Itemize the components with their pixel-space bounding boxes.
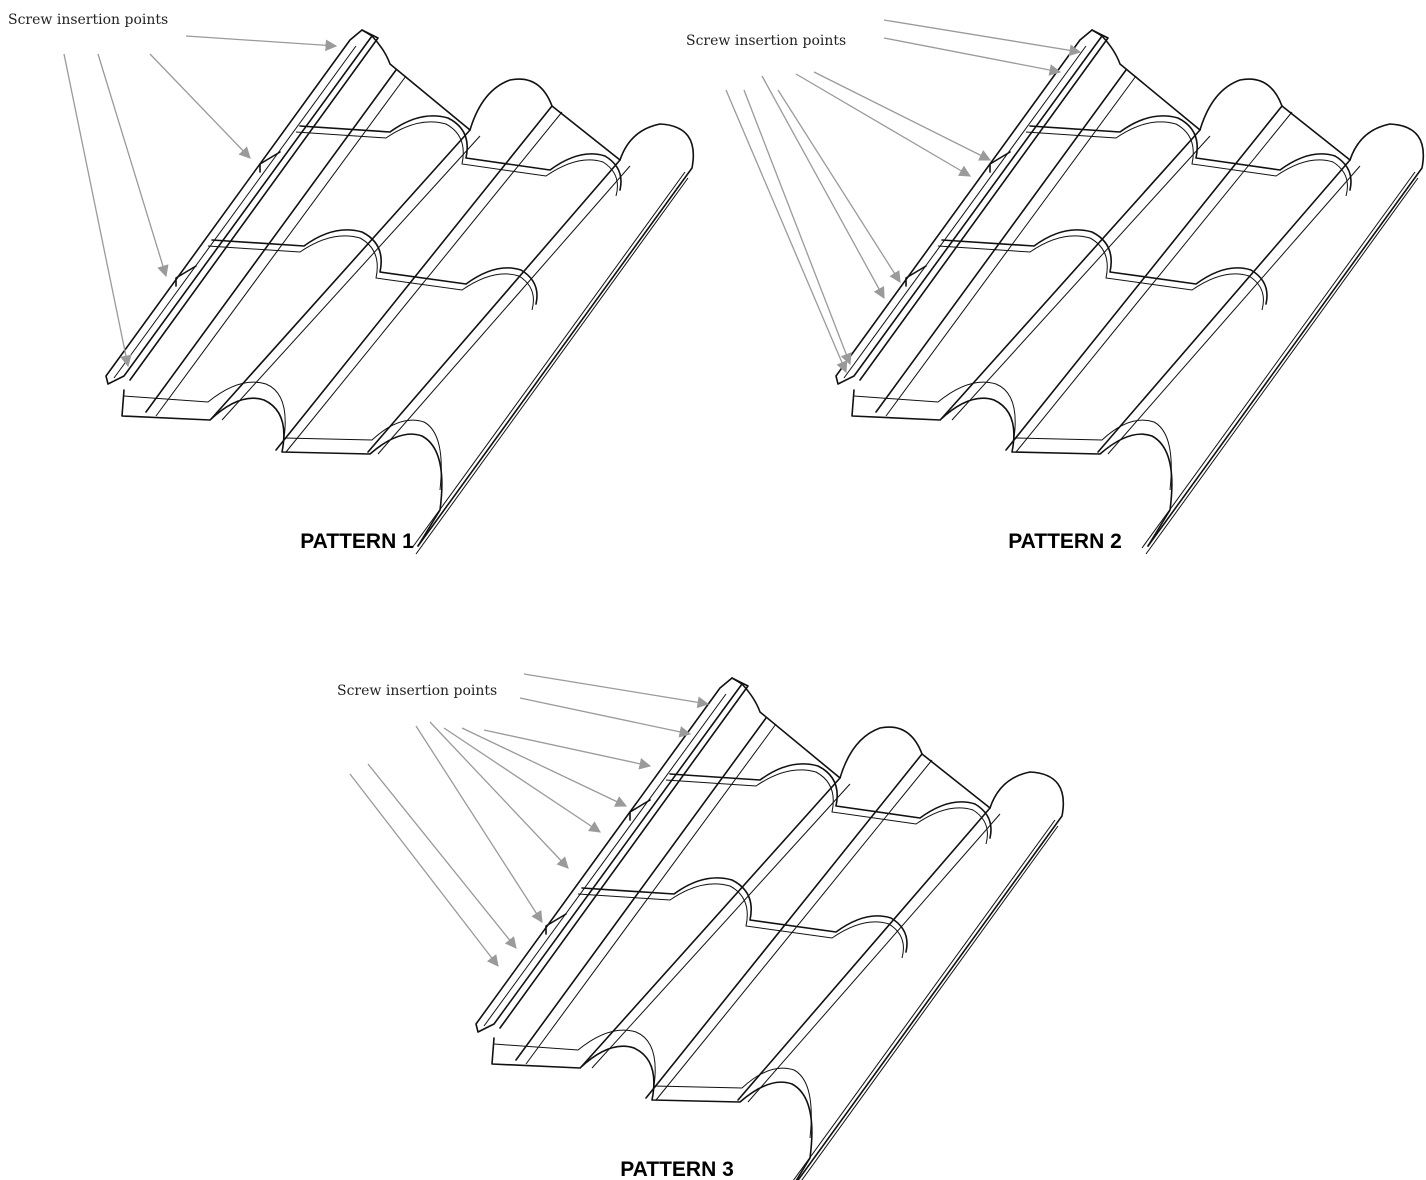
roof-tile-drawing-2 bbox=[835, 29, 1425, 555]
pattern-3-leader-arrow bbox=[429, 721, 569, 869]
pattern-2-leader-arrow bbox=[761, 75, 885, 300]
pattern-3-leader-arrow bbox=[415, 725, 543, 923]
pattern-3-leader-arrow bbox=[443, 727, 601, 833]
pattern-3-leader-arrow bbox=[519, 697, 692, 738]
pattern-3-caption: PATTERN 3 bbox=[620, 1158, 734, 1180]
pattern-1-leader-arrow bbox=[63, 53, 132, 368]
pattern-1-leader-arrow bbox=[97, 53, 169, 278]
pattern-1-group: Screw insertion points PATTERN 1 bbox=[8, 12, 695, 555]
pattern-2-caption: PATTERN 2 bbox=[1008, 530, 1122, 553]
pattern-2-callout-label: Screw insertion points bbox=[686, 33, 846, 49]
pattern-3-group: Screw insertion points PATTERN 3 bbox=[337, 673, 1065, 1180]
pattern-1-caption: PATTERN 1 bbox=[300, 530, 414, 553]
pattern-2-leader-arrow bbox=[777, 89, 901, 283]
pattern-3-leader-arrow bbox=[461, 727, 628, 807]
pattern-2-leader-arrow bbox=[725, 89, 848, 374]
pattern-1-callout-label: Screw insertion points bbox=[8, 12, 168, 28]
pattern-3-leader-arrow bbox=[349, 773, 499, 967]
pattern-3-callout-label: Screw insertion points bbox=[337, 683, 497, 699]
pattern-1-leader-arrow bbox=[149, 53, 251, 159]
pattern-2-leader-arrow bbox=[883, 37, 1062, 76]
pattern-1-leader-arrow bbox=[185, 35, 338, 52]
pattern-2-group: Screw insertion points PATTERN 2 bbox=[686, 19, 1425, 555]
pattern-2-leader-arrow bbox=[743, 89, 852, 366]
pattern-2-leader-arrow bbox=[883, 19, 1082, 57]
pattern-3-leader-arrow bbox=[367, 763, 517, 949]
roof-tile-drawing-3 bbox=[475, 677, 1065, 1180]
pattern-2-leader-arrow bbox=[813, 71, 992, 161]
pattern-3-leader-arrow bbox=[483, 729, 652, 770]
roof-tile-drawing-1 bbox=[105, 29, 695, 555]
pattern-3-leader-arrow bbox=[523, 673, 710, 709]
pattern-2-leader-arrow bbox=[795, 73, 972, 177]
